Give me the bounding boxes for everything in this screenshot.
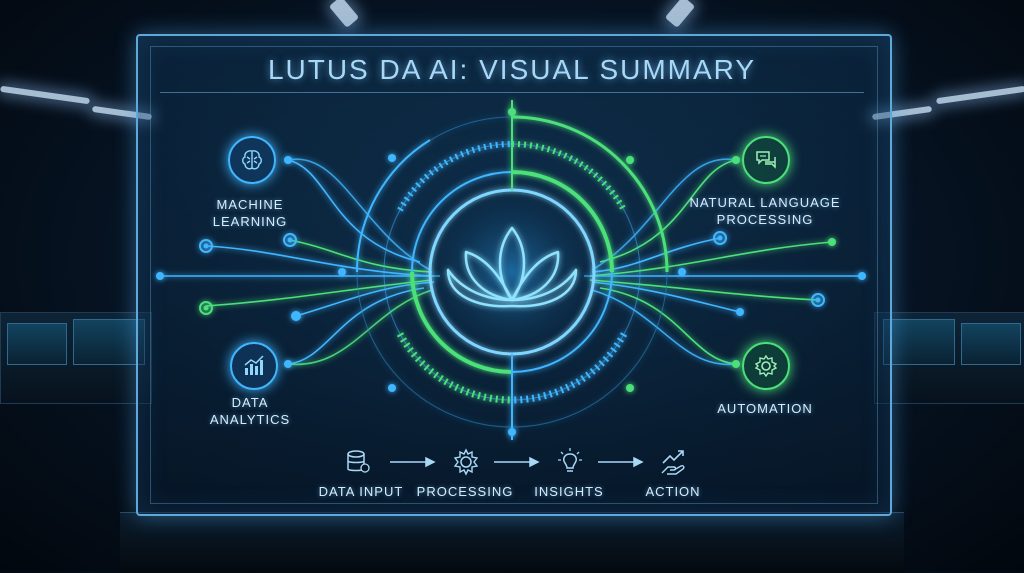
console-left (0, 312, 152, 404)
action-label: ACTION (645, 484, 701, 499)
data-analytics-node[interactable] (230, 342, 278, 390)
lightbulb-icon (558, 448, 582, 472)
database-icon (347, 450, 370, 473)
chat-bubbles-icon (756, 151, 776, 169)
page-title: LUTUS DA AI: VISUAL SUMMARY (267, 54, 757, 85)
data-input-step[interactable] (338, 442, 378, 482)
core-disc (434, 194, 590, 350)
brain-icon (242, 150, 262, 170)
processing-label: PROCESSING (416, 484, 514, 499)
left-connections (160, 158, 440, 366)
flow-arrows (390, 456, 644, 468)
data-input-label: DATA INPUT (318, 484, 404, 499)
gear-icon (754, 354, 778, 378)
bar-chart-icon (244, 355, 264, 375)
processing-step[interactable] (446, 442, 486, 482)
automation-node[interactable] (742, 342, 790, 390)
nlp-node[interactable] (742, 136, 790, 184)
insights-step[interactable] (550, 442, 590, 482)
insights-label: INSIGHTS (534, 484, 604, 499)
action-step[interactable] (654, 442, 694, 482)
base-platform (120, 512, 904, 573)
automation-label: AUTOMATION (717, 401, 813, 416)
console-right (874, 312, 1024, 404)
title-divider (160, 92, 864, 93)
machine-learning-node[interactable] (228, 136, 276, 184)
gears-icon (453, 448, 479, 476)
growth-hand-icon (661, 450, 685, 475)
central-rings (355, 100, 669, 440)
panel-inner-frame (150, 46, 878, 504)
right-connections (584, 158, 862, 366)
lotus-icon (446, 226, 578, 308)
junction-dots (156, 108, 866, 436)
